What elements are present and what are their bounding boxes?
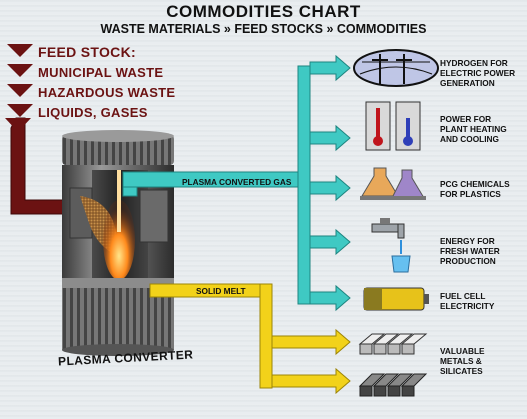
output-label-line: ELECTRIC POWER bbox=[440, 68, 516, 78]
output-label-line: GENERATION bbox=[440, 78, 495, 88]
output-label: HYDROGEN FOR ELECTRIC POWER GENERATION bbox=[440, 58, 515, 88]
output-label-line: ELECTRICITY bbox=[440, 301, 495, 311]
battery-icon bbox=[363, 287, 429, 311]
triangle-bullet-icon bbox=[7, 104, 33, 117]
solid-melt-label: SOLID MELT bbox=[196, 286, 246, 296]
chemical-flasks-icon bbox=[360, 167, 426, 200]
triangle-bullet-icon bbox=[7, 64, 33, 77]
output-label-line: METALS & bbox=[440, 356, 482, 366]
output-label-line: HYDROGEN FOR bbox=[440, 58, 508, 68]
output-label: VALUABLE METALS & SILICATES bbox=[440, 346, 485, 376]
output-label-line: PCG CHEMICALS bbox=[440, 179, 510, 189]
plasma-converter bbox=[62, 130, 174, 356]
metal-blocks-icon bbox=[358, 333, 428, 397]
output-label-line: FOR PLASTICS bbox=[440, 189, 501, 199]
output-label-line: PLANT HEATING bbox=[440, 124, 507, 134]
feed-funnel-icon bbox=[5, 118, 31, 132]
triangle-bullet-icon bbox=[7, 44, 33, 57]
water-faucet-icon bbox=[371, 218, 411, 273]
feed-stock-item: LIQUIDS, GASES bbox=[38, 105, 148, 120]
feed-stock-item: MUNICIPAL WASTE bbox=[38, 65, 164, 80]
page-subtitle: WASTE MATERIALS » FEED STOCKS » COMMODIT… bbox=[100, 22, 427, 36]
solid-melt-pipe bbox=[149, 283, 351, 395]
output-label-line: FRESH WATER bbox=[440, 246, 500, 256]
output-label-line: VALUABLE bbox=[440, 346, 485, 356]
gas-pipe-label: PLASMA CONVERTED GAS bbox=[182, 177, 292, 187]
triangle-bullet-icon bbox=[7, 84, 33, 97]
output-label-line: ENERGY FOR bbox=[440, 236, 495, 246]
gas-pipe bbox=[122, 54, 351, 312]
output-label-line: POWER FOR bbox=[440, 114, 492, 124]
power-lines-icon bbox=[353, 49, 439, 87]
output-label: PCG CHEMICALS FOR PLASTICS bbox=[440, 179, 510, 199]
output-label: ENERGY FOR FRESH WATER PRODUCTION bbox=[440, 236, 500, 266]
output-label-line: SILICATES bbox=[440, 366, 483, 376]
page-title: COMMODITIES CHART bbox=[166, 2, 361, 21]
output-label-line: PRODUCTION bbox=[440, 256, 496, 266]
feed-stock-item: HAZARDOUS WASTE bbox=[38, 85, 176, 100]
thermometers-icon bbox=[365, 101, 421, 151]
output-label: FUEL CELL ELECTRICITY bbox=[440, 291, 494, 311]
output-label-line: FUEL CELL bbox=[440, 291, 486, 301]
output-label-line: AND COOLING bbox=[440, 134, 499, 144]
feed-stock-heading: FEED STOCK: bbox=[38, 44, 136, 60]
output-label: POWER FOR PLANT HEATING AND COOLING bbox=[440, 114, 507, 144]
